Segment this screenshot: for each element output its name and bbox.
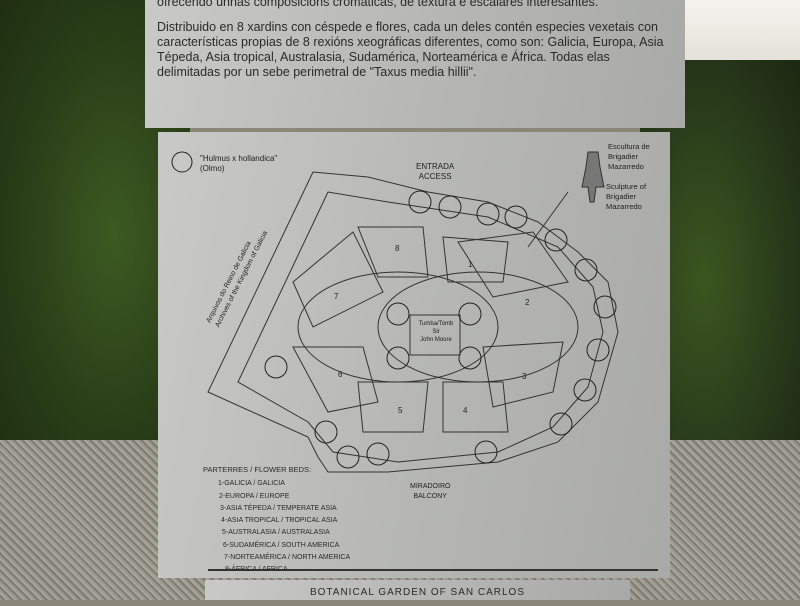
garden-map (171, 151, 658, 571)
bed-number-2: 2 (525, 298, 530, 307)
legend-item: 6-SUDAMÉRICA / SOUTH AMERICA (223, 541, 340, 549)
tree-legend: "Hulmus x hollandica"(Olmo) (200, 154, 278, 173)
tree-icons (171, 151, 617, 469)
sculpture-pointer (527, 191, 569, 248)
garden-outline (207, 171, 619, 473)
intro-paragraph: Distribuido en 8 xardins con céspede e f… (157, 20, 664, 79)
bed-number-7: 7 (334, 292, 339, 301)
legend-title: PARTERRES / FLOWER BEDS: (203, 465, 312, 474)
legend-item: 2-EUROPA / EUROPE (219, 492, 290, 500)
legend-item: 7-NORTEAMÉRICA / NORTH AMERICA (224, 554, 351, 562)
bed-number-4: 4 (463, 406, 468, 415)
intro-line-top: ofrecendo unhas composicións cromáticas,… (157, 0, 599, 9)
flower-beds (292, 226, 579, 433)
legend-item: 8-ÁFRICA / AFRICA (225, 566, 288, 574)
sculpture-figure (581, 151, 605, 203)
sculpture-label-gl: Escultura de Brigadier Mazarredo (608, 142, 650, 171)
bed-number-1: 1 (468, 260, 473, 269)
inner-path (237, 191, 604, 463)
bed-number-6: 6 (338, 370, 343, 379)
legend-item: 5-AUSTRALASIA / AUSTRALASIA (222, 529, 330, 537)
legend-item: 1-GALICIA / GALICIA (218, 480, 285, 488)
flower-beds-legend: PARTERRES / FLOWER BEDS: 1-GALICIA / GAL… (203, 464, 350, 577)
sculpture-label-en: Sculpture of Brigadier Mazarredo (606, 182, 647, 211)
footer-panel: BOTANICAL GARDEN OF SAN CARLOS (205, 580, 630, 600)
bed-number-3: 3 (522, 372, 527, 381)
intro-panel: ofrecendo unhas composicións cromáticas,… (145, 0, 685, 128)
bed-number-8: 8 (395, 244, 400, 253)
legend-item: 3-ASIA TÉPEDA / TEMPERATE ASIA (220, 504, 337, 512)
bed-number-5: 5 (398, 406, 403, 415)
legend-item: 4-ASIA TROPICAL / TROPICAL ASIA (221, 517, 338, 525)
